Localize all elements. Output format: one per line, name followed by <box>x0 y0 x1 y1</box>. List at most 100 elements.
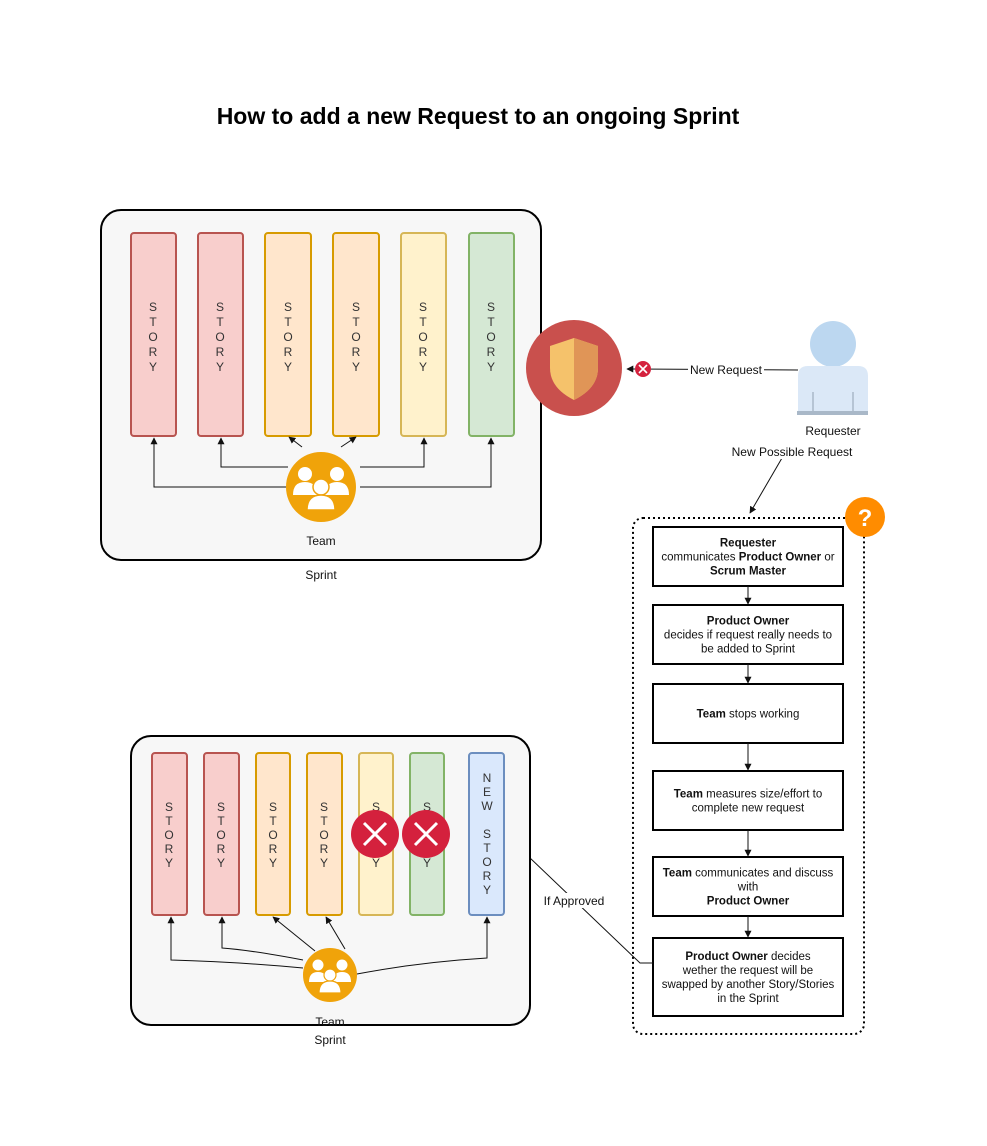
process-step-text-segment: complete new request <box>692 803 805 815</box>
story-letter: Y <box>372 856 380 870</box>
removed-x-icon <box>402 810 450 858</box>
story-letter: Y <box>352 360 360 374</box>
story-letter: R <box>216 345 225 359</box>
process-step-text-segment: communicates <box>661 552 738 564</box>
story-letter: S <box>149 300 157 314</box>
story-letter: R <box>320 842 329 856</box>
story-letter: Y <box>165 856 173 870</box>
story-letter: R <box>284 345 293 359</box>
process-step-text-segment: Team <box>663 868 692 880</box>
question-mark: ? <box>858 505 873 532</box>
story-letter: Y <box>423 856 431 870</box>
story-card <box>151 752 188 916</box>
story-letter: O <box>268 828 277 842</box>
process-step-text: Product Owner decides <box>685 951 811 963</box>
process-step-text-segment: swapped by another Story/Stories <box>662 979 835 991</box>
blocked-x-icon <box>635 361 651 377</box>
process-step-text: complete new request <box>692 803 805 815</box>
removed-x-icon <box>351 810 399 858</box>
story-card <box>130 232 177 437</box>
story-letter: O <box>319 828 328 842</box>
sprint-label: Sprint <box>305 568 337 582</box>
story-letter: O <box>351 330 360 344</box>
requester-person-icon <box>797 321 868 415</box>
story-letter: T <box>320 814 328 828</box>
story-letter: O <box>164 828 173 842</box>
story-card <box>332 232 380 437</box>
process-step-text: Team measures size/effort to <box>674 789 823 801</box>
story-letter: E <box>483 785 491 799</box>
if-approved-label: If Approved <box>544 894 605 908</box>
story-letter: T <box>284 315 292 329</box>
story-letter: Y <box>284 360 292 374</box>
sprint-label: Sprint <box>314 1033 346 1047</box>
story-letter: S <box>352 300 360 314</box>
process-step-text: Team communicates and discuss <box>663 868 834 880</box>
story-letter: R <box>149 345 158 359</box>
process-step-text: Requester <box>720 538 777 550</box>
story-letter: S <box>284 300 292 314</box>
story-letter: O <box>216 828 225 842</box>
story-letter: T <box>487 315 495 329</box>
story-card <box>468 232 515 437</box>
process-step-text-segment: decides if request really needs to <box>664 630 832 642</box>
process-step-text-segment: Product Owner <box>739 552 822 564</box>
story-letter: O <box>215 330 224 344</box>
sprint-2-team-arrows <box>167 916 491 975</box>
story-letter: T <box>483 841 491 855</box>
story-letter: S <box>423 800 431 814</box>
story-letter: R <box>352 345 361 359</box>
story-letter: S <box>320 800 328 814</box>
process-step-text-segment: measures size/effort to <box>703 789 822 801</box>
story-letter: R <box>419 345 428 359</box>
story-letter: T <box>419 315 427 329</box>
process-step-text-segment: Requester <box>720 538 777 550</box>
sprint-1-team-arrows <box>150 436 495 488</box>
process-step-box <box>652 770 844 831</box>
story-letter: S <box>216 300 224 314</box>
story-letter: T <box>217 814 225 828</box>
process-step-box <box>652 683 844 744</box>
story-letter: O <box>283 330 292 344</box>
process-step-text-segment: Team <box>674 789 703 801</box>
story-letter: Y <box>149 360 157 374</box>
story-letter: R <box>483 869 492 883</box>
new-request-label: New Request <box>690 363 763 377</box>
story-letter: Y <box>217 856 225 870</box>
if-approved-edge: If Approved <box>506 835 653 964</box>
story-letter: O <box>418 330 427 344</box>
process-step-text-segment: Product Owner <box>707 896 790 908</box>
story-letter: S <box>487 300 495 314</box>
process-step-text-segment: communicates and discuss <box>692 868 834 880</box>
story-letter: O <box>148 330 157 344</box>
new-possible-request-edge: New Possible Request <box>728 444 856 514</box>
process-step-text: communicates Product Owner or <box>661 552 834 564</box>
story-letter: Y <box>216 360 224 374</box>
story-letter: S <box>419 300 427 314</box>
team-label: Team <box>315 1015 344 1029</box>
story-card <box>255 752 291 916</box>
process-step-text: be added to Sprint <box>701 644 796 656</box>
process-step-text-segment: in the Sprint <box>717 993 779 1005</box>
story-card <box>264 232 312 437</box>
story-card <box>197 232 244 437</box>
team-icon <box>303 948 357 1002</box>
process-step-text-segment: Product Owner <box>685 951 768 963</box>
process-container: ? Requester communicates Product Owner or… <box>632 497 885 1035</box>
story-letter: Y <box>487 360 495 374</box>
story-letter: Y <box>419 360 427 374</box>
story-letter: T <box>149 315 157 329</box>
process-step-text-segment: with <box>737 882 758 894</box>
new-possible-request-label: New Possible Request <box>732 445 853 459</box>
process-step-text-segment: wether the request will be <box>682 965 813 977</box>
